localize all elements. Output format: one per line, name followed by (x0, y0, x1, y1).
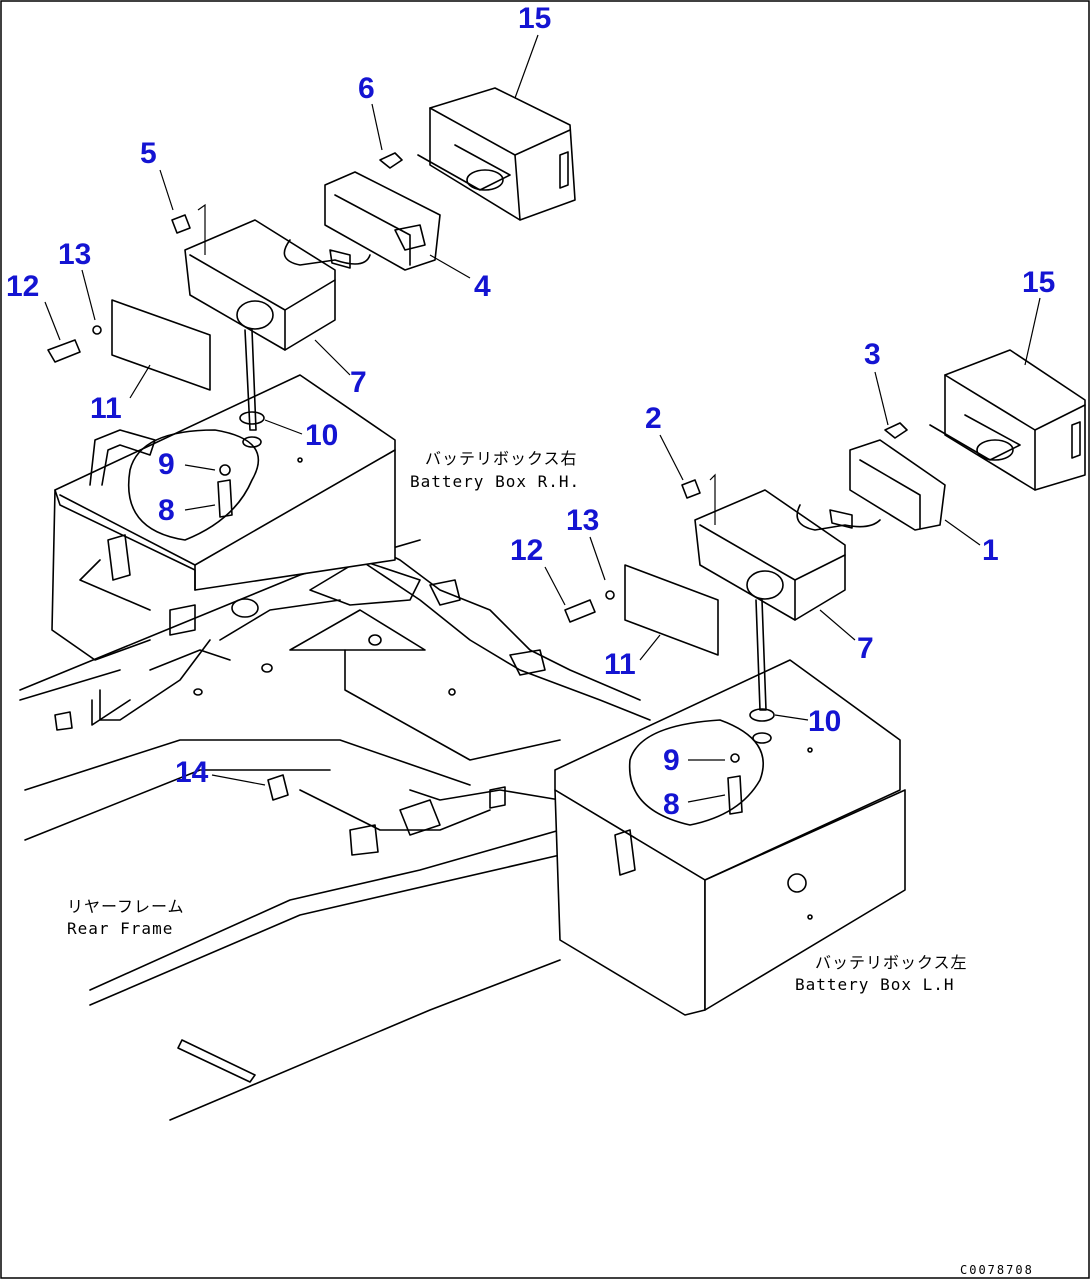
callout-9a: 9 (158, 448, 175, 481)
lamp-assembly-lh (267, 349, 1086, 801)
callout-7b: 7 (857, 632, 874, 665)
caption-battery-box-rh-jp: バッテリボックス右 (425, 449, 578, 468)
callout-10a: 10 (305, 419, 338, 452)
callout-11a: 11 (90, 392, 122, 425)
callout-6: 6 (358, 72, 375, 105)
callout-12b: 12 (510, 534, 543, 567)
callout-8a: 8 (158, 494, 175, 527)
callout-9b: 9 (663, 744, 680, 777)
drawing-number: C0078708 (960, 1263, 1034, 1277)
callout-13b: 13 (566, 504, 599, 537)
callout-12a: 12 (6, 270, 39, 303)
callout-1: 1 (982, 534, 999, 567)
battery-box-rh (51, 374, 396, 661)
captions: バッテリボックス右 Battery Box R.H. バッテリボックス左 Bat… (67, 449, 1034, 1277)
callout-10b: 10 (808, 705, 841, 738)
callout-14: 14 (175, 756, 209, 789)
callout-4: 4 (474, 270, 491, 303)
callout-7a: 7 (350, 366, 367, 399)
caption-rear-frame-en: Rear Frame (67, 919, 173, 938)
callout-labels: 15 6 5 13 12 4 7 11 10 9 8 15 3 2 1 13 1… (6, 2, 1055, 821)
battery-box-lh (554, 659, 906, 1016)
callout-2: 2 (645, 402, 662, 435)
callout-11b: 11 (604, 648, 636, 681)
caption-battery-box-rh-en: Battery Box R.H. (410, 472, 580, 491)
caption-rear-frame-jp: リヤーフレーム (67, 897, 185, 916)
callout-3: 3 (864, 338, 881, 371)
callout-13a: 13 (58, 238, 91, 271)
leader-lines (44, 34, 1041, 803)
caption-battery-box-lh-en: Battery Box L.H (795, 975, 955, 994)
callout-15a: 15 (518, 2, 551, 35)
lamp-assembly-rh (47, 87, 576, 448)
callout-15b: 15 (1022, 266, 1055, 299)
caption-battery-box-lh-jp: バッテリボックス左 (815, 953, 968, 972)
callout-8b: 8 (663, 788, 680, 821)
callout-5: 5 (140, 137, 157, 170)
